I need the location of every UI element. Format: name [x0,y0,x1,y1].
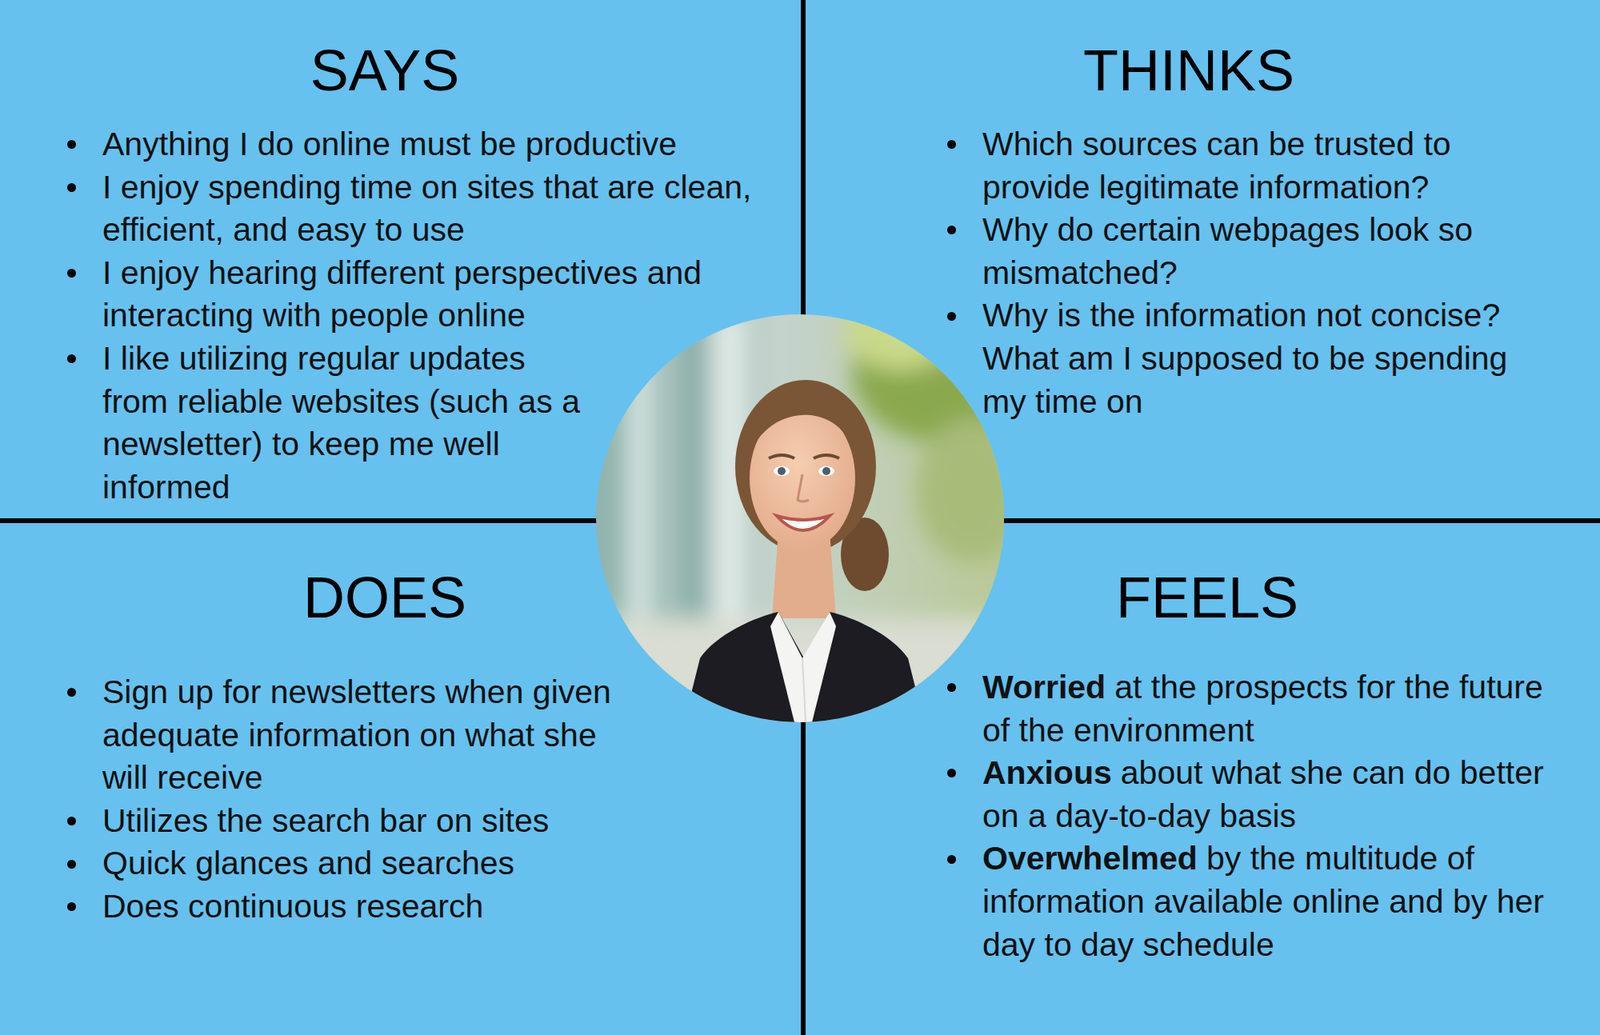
bullet-text: Anything I do online must be productive [102,125,677,163]
bullet-text: Sign up for newsletters when given adequ… [102,673,612,796]
bullet-item: Quick glances and searches [102,842,639,886]
bullet-item: Anything I do online must be productive [102,123,759,167]
quadrant-heading: DOES [303,568,467,627]
bullet-item: Overwhelmedby the multitude of informati… [982,837,1575,967]
bullet-text: I like utilizing regular updates from re… [102,340,580,506]
bullet-item: Utilizes the search bar on sites [102,800,639,844]
quadrant: SAYS Anything I do online must be product… [0,0,801,519]
bullet-item: Anxiousabout what she can do better on a… [982,752,1575,838]
bullet-list: Anything I do online must be productiveI… [102,123,759,509]
bullet-text: I enjoy hearing different perspectives a… [102,254,702,335]
quadrant-heading: FEELS [1116,568,1299,627]
bullet-text: Why is the information not concise? What… [982,296,1508,420]
bullet-text: Does continuous research [102,888,484,925]
bullet-dot [67,183,76,192]
quadrant: THINKS Which sources can be trusted to pr… [805,0,1600,519]
bullet-dot [947,312,956,321]
bullet-list: Which sources can be trusted to provide … [982,123,1543,424]
bullet-dot [67,902,76,912]
bullet-text: Why do certain webpages look so mismatch… [982,211,1473,292]
bullet-dot [947,855,956,864]
bullet-item: Sign up for newsletters when given adequ… [102,671,639,800]
bullet-text: I enjoy spending time on sites that are … [102,168,752,249]
bullet-dot [947,140,956,149]
bullet-item: I enjoy hearing different perspectives a… [102,252,759,338]
bullet-dot [947,683,956,692]
bullet-item: Why is the information not concise? What… [982,294,1543,424]
bullet-dot [947,225,956,235]
bullet-dot [67,354,76,364]
bullet-item: I enjoy spending time on sites that are … [102,166,759,252]
bullet-item: Does continuous research [102,885,639,929]
bullet-text: Quick glances and searches [102,844,515,882]
bullet-dot [67,688,76,697]
bullet-text: Utilizes the search bar on sites [102,802,549,840]
emphasis-word: Overwhelmed [982,840,1198,877]
emphasis-word: Worried [982,668,1106,706]
bullet-item: I like utilizing regular updates from re… [102,337,591,509]
bullet-dot [67,860,76,869]
bullet-list: Sign up for newsletters when given adequ… [102,671,639,929]
bullet-dot [947,768,956,778]
quadrant: FEELS Worriedat the prospects for the fut… [805,523,1600,1035]
portrait-photo [596,314,1004,723]
quadrant-heading: SAYS [310,41,460,100]
emphasis-word: Anxious [982,754,1112,792]
bullet-item: Which sources can be trusted to provide … [982,123,1543,209]
quadrant: DOES Sign up for newsletters when given a… [0,523,801,1035]
bullet-item: Worriedat the prospects for the future o… [982,666,1575,752]
bullet-dot [67,140,76,149]
bullet-list: Worriedat the prospects for the future o… [982,666,1575,967]
bullet-dot [67,816,76,826]
quadrant-heading: THINKS [1083,41,1295,100]
bullet-text: Which sources can be trusted to provide … [982,125,1452,206]
bullet-dot [67,268,76,278]
bullet-item: Why do certain webpages look so mismatch… [982,208,1543,295]
